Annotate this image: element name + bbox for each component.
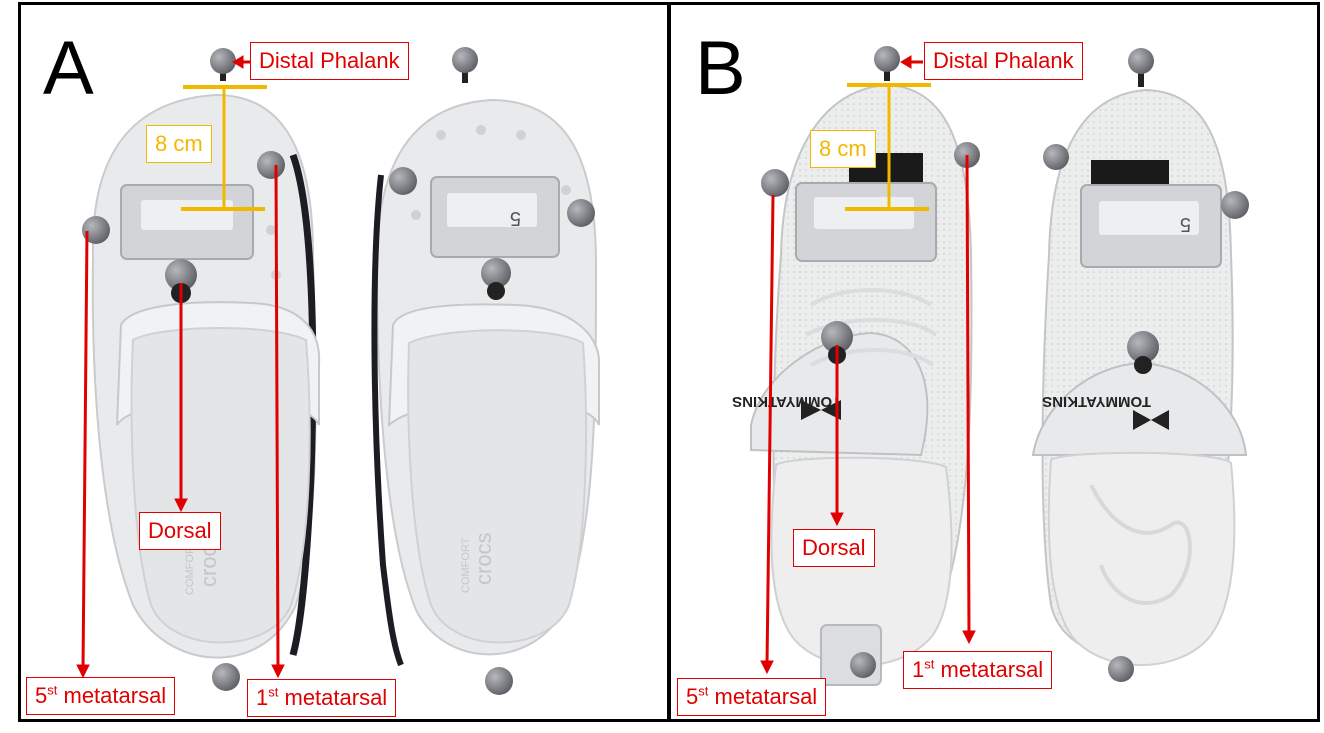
shoe-brand-b-right: TOMMYATKINS <box>1042 393 1151 410</box>
marker-dorsal-b <box>821 321 853 353</box>
first-meta-text-b: metatarsal <box>934 657 1044 682</box>
shoe-brand-a-right: crocs <box>471 532 496 585</box>
fifth-metatarsal-label-a: 5st metatarsal <box>26 677 176 715</box>
marker-heel-a-right <box>485 667 513 695</box>
markers-b <box>761 46 1249 682</box>
panel-b: TOMMYATKINS 5 TOMMYATKINS <box>668 2 1320 722</box>
clog-left: crocs COMFORT <box>91 93 321 659</box>
sensor-mark-a: 5 <box>510 207 521 229</box>
panel-letter-a: A <box>43 26 94 111</box>
marker-dorsal-a <box>165 259 197 291</box>
fifth-meta-text-a: metatarsal <box>57 683 167 708</box>
markers-a <box>82 47 595 695</box>
scale-label-a: 8 cm <box>146 125 212 163</box>
marker-fifth-meta-b-right <box>1043 144 1069 170</box>
arrows-a <box>76 55 285 679</box>
panel-letter-b: B <box>695 26 746 111</box>
marker-first-meta-b-right <box>1221 191 1249 219</box>
marker-first-meta-a-right <box>567 199 595 227</box>
scale-label-b: 8 cm <box>810 130 876 168</box>
fifth-meta-suffix-b: st <box>698 683 709 699</box>
first-metatarsal-label-b: 1st metatarsal <box>903 651 1053 689</box>
first-meta-number-b: 1 <box>912 657 925 682</box>
first-meta-text-a: metatarsal <box>278 685 388 710</box>
marker-distal-a <box>210 48 236 74</box>
sneaker-left: TOMMYATKINS <box>732 83 973 686</box>
shoe-brand-sub-a-right: COMFORT <box>460 537 472 593</box>
fifth-metatarsal-label-b: 5st metatarsal <box>677 678 827 716</box>
marker-dorsal-a-right <box>481 258 511 288</box>
first-meta-suffix-b: st <box>924 656 935 672</box>
distal-phalank-label-a: Distal Phalank <box>250 42 409 80</box>
sensor-mark-b: 5 <box>1180 213 1191 235</box>
arrows-b <box>760 55 976 675</box>
panel-a: crocs COMFORT crocs COMFORT 5 <box>18 2 670 722</box>
shoe-brand-sub-a-left: COMFORT <box>184 539 196 595</box>
first-meta-suffix-a: st <box>268 684 279 700</box>
marker-distal-b <box>874 46 900 72</box>
scale-bar-a <box>181 85 267 211</box>
marker-dorsal-b-right <box>1127 331 1159 363</box>
panel-b-photo: TOMMYATKINS 5 TOMMYATKINS <box>732 46 1249 686</box>
marker-distal-a-right <box>452 47 478 73</box>
marker-heel-b-right <box>1108 656 1134 682</box>
marker-fifth-meta-a-right <box>389 167 417 195</box>
marker-distal-b-right <box>1128 48 1154 74</box>
panel-a-photo: crocs COMFORT crocs COMFORT 5 <box>76 47 601 695</box>
clog-right: crocs COMFORT 5 <box>371 98 601 667</box>
scale-bar-b <box>845 83 931 211</box>
fifth-meta-suffix-a: st <box>47 682 58 698</box>
shoe-brand-b-left: TOMMYATKINS <box>732 393 841 410</box>
marker-heel-a <box>212 663 240 691</box>
first-meta-number-a: 1 <box>256 685 269 710</box>
distal-phalank-label-b: Distal Phalank <box>924 42 1083 80</box>
dorsal-label-b: Dorsal <box>793 529 875 567</box>
marker-heel-b <box>850 652 876 678</box>
first-metatarsal-label-a: 1st metatarsal <box>247 679 397 717</box>
fifth-meta-number-b: 5 <box>686 684 699 709</box>
dorsal-label-a: Dorsal <box>139 512 221 550</box>
sneaker-right: 5 TOMMYATKINS <box>1031 88 1248 666</box>
fifth-meta-number-a: 5 <box>35 683 48 708</box>
fifth-meta-text-b: metatarsal <box>708 684 818 709</box>
marker-fifth-meta-b <box>761 169 789 197</box>
marker-first-meta-a <box>257 151 285 179</box>
marker-fifth-meta-a <box>82 216 110 244</box>
